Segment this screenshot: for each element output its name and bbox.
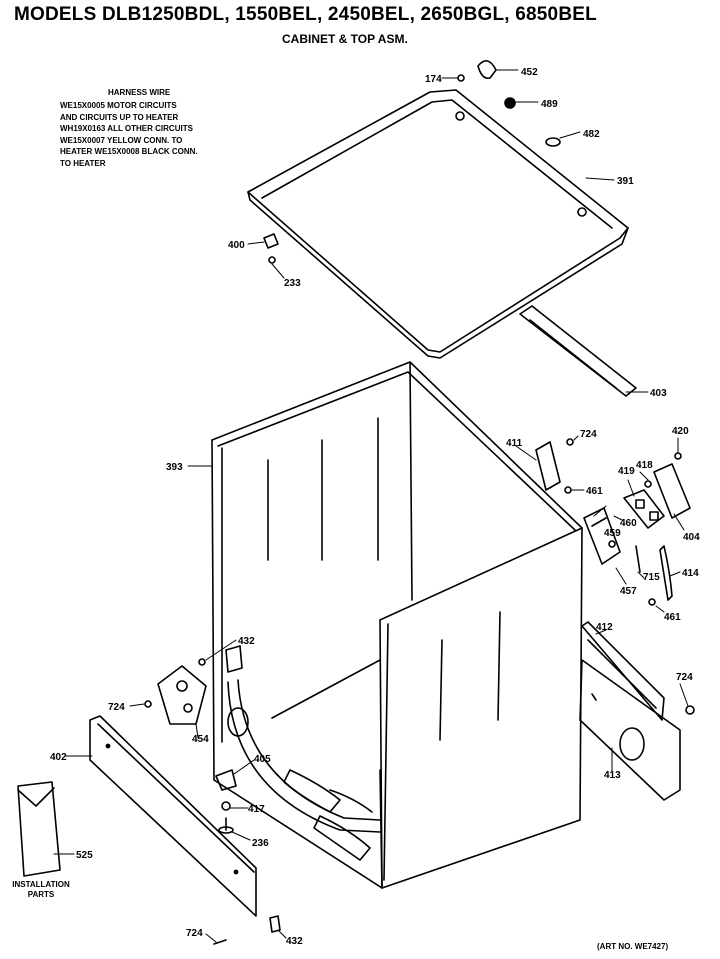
bracket-411 bbox=[535, 441, 561, 491]
wire-414 bbox=[659, 545, 673, 601]
top-panel bbox=[247, 89, 629, 359]
installation-bag-525 bbox=[17, 781, 61, 877]
callout-405: 405 bbox=[254, 754, 271, 765]
callout-403: 403 bbox=[650, 388, 667, 399]
panel-413 bbox=[579, 659, 681, 801]
cover-404 bbox=[653, 463, 691, 519]
callout-525: 525 bbox=[76, 850, 93, 861]
callout-432-upper: 432 bbox=[238, 636, 255, 647]
callout-414: 414 bbox=[682, 568, 699, 579]
top-support-bar bbox=[519, 305, 637, 397]
callout-489: 489 bbox=[541, 99, 558, 110]
harness-title: HARNESS WIRE bbox=[108, 88, 171, 97]
callout-724-bottom: 724 bbox=[186, 928, 203, 939]
harness-notes: WE15X0005 MOTOR CIRCUITS AND CIRCUITS UP… bbox=[60, 100, 198, 169]
callout-400: 400 bbox=[228, 240, 245, 251]
callout-461-upper: 461 bbox=[586, 486, 603, 497]
callout-432-bottom: 432 bbox=[286, 936, 303, 947]
callout-174: 174 bbox=[425, 74, 442, 85]
door-hinge-454 bbox=[157, 665, 207, 725]
callout-236: 236 bbox=[252, 838, 269, 849]
switch-assembly-457 bbox=[583, 507, 621, 565]
diagram-title: MODELS DLB1250BDL, 1550BEL, 2450BEL, 265… bbox=[14, 4, 597, 25]
installation-line: INSTALLATION bbox=[12, 880, 70, 889]
harness-line: WH19X0163 ALL OTHER CIRCUITS bbox=[60, 124, 193, 133]
harness-line: WE15X0005 MOTOR CIRCUITS bbox=[60, 101, 177, 110]
side-hinge bbox=[225, 645, 243, 673]
callout-391: 391 bbox=[617, 176, 634, 187]
callout-402: 402 bbox=[50, 752, 67, 763]
callout-393: 393 bbox=[166, 462, 183, 473]
callout-417: 417 bbox=[248, 804, 265, 815]
installation-line: PARTS bbox=[27, 890, 55, 899]
callout-452: 452 bbox=[521, 67, 538, 78]
callout-412: 412 bbox=[596, 622, 613, 633]
callout-482: 482 bbox=[583, 129, 600, 140]
callout-454: 454 bbox=[192, 734, 209, 745]
art-number: (ART NO. WE7427) bbox=[597, 942, 669, 951]
callout-411: 411 bbox=[506, 438, 523, 449]
harness-line: AND CIRCUITS UP TO HEATER bbox=[60, 112, 179, 122]
harness-line: WE15X0007 YELLOW CONN. TO bbox=[60, 135, 183, 145]
toe-kick-402 bbox=[89, 715, 257, 917]
callout-715: 715 bbox=[643, 572, 660, 583]
callout-724-left: 724 bbox=[108, 702, 125, 713]
callout-413: 413 bbox=[604, 770, 621, 781]
switch-bracket-419 bbox=[623, 489, 665, 529]
callout-457: 457 bbox=[620, 586, 637, 597]
callout-460: 460 bbox=[620, 518, 637, 529]
callout-724-upper: 724 bbox=[580, 429, 597, 440]
callout-461-lower: 461 bbox=[664, 612, 681, 623]
cabinet bbox=[211, 361, 583, 889]
rail-412 bbox=[581, 621, 665, 721]
harness-line: HEATER WE15X0008 BLACK CONN. bbox=[60, 147, 198, 156]
wire-715 bbox=[635, 545, 641, 573]
callout-233: 233 bbox=[284, 278, 301, 289]
callout-420: 420 bbox=[672, 426, 689, 437]
hardware-parts bbox=[144, 60, 695, 945]
leader-lines bbox=[53, 69, 689, 943]
callout-418: 418 bbox=[636, 460, 653, 471]
callout-459: 459 bbox=[604, 528, 621, 539]
diagram-subtitle: CABINET & TOP ASM. bbox=[282, 32, 408, 46]
callout-724-right: 724 bbox=[676, 672, 693, 683]
callout-404: 404 bbox=[683, 532, 700, 543]
installation-parts-label: INSTALLATION PARTS bbox=[4, 880, 78, 900]
harness-line: TO HEATER bbox=[60, 158, 106, 168]
callout-419: 419 bbox=[618, 466, 635, 477]
